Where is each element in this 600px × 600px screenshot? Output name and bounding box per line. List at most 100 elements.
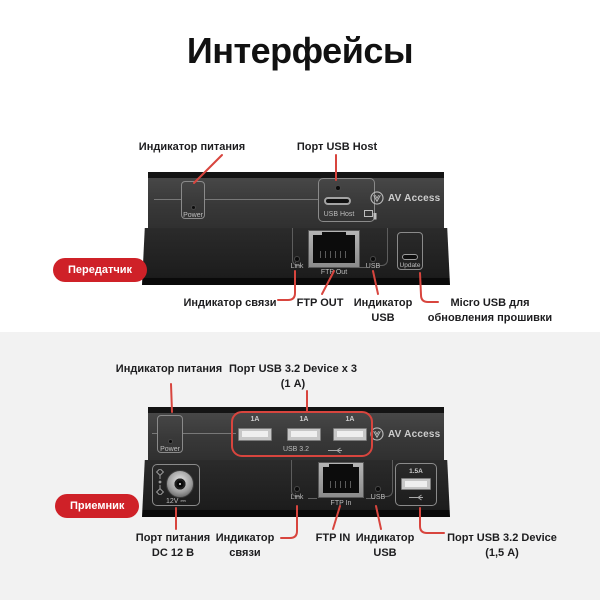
rx-front-top-edge xyxy=(148,407,444,413)
rx-link-silkscreen: Link xyxy=(290,494,304,501)
rx-12v-silkscreen: 12V ⎓ xyxy=(166,498,186,505)
power-led-icon xyxy=(192,206,195,209)
label-tx-link-indicator: Индикатор связи xyxy=(183,297,277,309)
silkscreen-bracket xyxy=(384,460,393,497)
rx-usb32-text: USB 3.2 xyxy=(282,446,310,453)
rx-usb15-amp-label: 1.5A xyxy=(409,468,423,475)
tx-rear-face: Link FTP Out USB Update xyxy=(142,228,450,278)
tx-rear-panel: Link FTP Out USB Update xyxy=(142,228,450,285)
silkscreen-bracket xyxy=(291,460,300,497)
rx-usb-silkscreen: USB xyxy=(370,494,386,501)
av-access-logo-mark-icon xyxy=(370,191,384,205)
rx-front-panel: Power 1A 1A 1A USB 3.2 AV Access xyxy=(148,407,444,460)
transmitter-badge: Передатчик xyxy=(53,258,148,282)
label-tx-usb-indicator: Индикатор USB xyxy=(343,296,423,326)
usb-led-icon xyxy=(371,257,375,261)
usb-a-port-icon xyxy=(238,428,272,441)
rj45-ftp-out-port-icon xyxy=(308,230,360,268)
usb-a-tongue xyxy=(291,431,317,437)
tx-link-silkscreen: Link xyxy=(290,263,304,270)
label-rx-usb32-line2: (1,5 А) xyxy=(485,547,519,559)
rj45-cavity xyxy=(313,235,355,263)
label-rx-dc-line1: Порт питания xyxy=(135,532,211,544)
label-tx-micro-usb: Micro USB для обновления прошивки xyxy=(415,296,565,326)
label-rx-usb3-line2: (1 А) xyxy=(280,378,306,390)
rx-12v-text: 12V xyxy=(166,498,179,505)
rx-port3-amp-label: 1A xyxy=(345,416,355,423)
label-rx-dc-line2: DC 12 В xyxy=(151,547,195,559)
page-title: Интерфейсы xyxy=(186,30,414,71)
rj45-tab xyxy=(322,232,346,236)
label-tx-update-line2: обновления прошивки xyxy=(427,312,553,324)
rj45-pins xyxy=(320,251,348,258)
rx-rear-panel: 12V ⎓ Link FTP In USB 1.5A xyxy=(142,460,450,517)
usb-c-port-icon xyxy=(324,197,351,205)
tx-front-panel: Power USB Host AV Access xyxy=(148,172,444,228)
label-tx-usb-line2: USB xyxy=(371,312,395,324)
label-rx-usb-indicator: Индикатор USB xyxy=(345,531,425,561)
silkscreen-line xyxy=(152,433,157,434)
tx-rear-bottom-edge xyxy=(142,278,450,285)
usb-a-tongue xyxy=(405,481,427,487)
rj45-cavity xyxy=(323,467,359,493)
rx-power-led-outline: Power xyxy=(157,415,183,453)
rx-front-face: Power 1A 1A 1A USB 3.2 AV Access xyxy=(148,413,444,460)
silkscreen-bracket xyxy=(292,228,301,266)
label-rx-link-line2: связи xyxy=(229,547,261,559)
rx-usb15-outline: 1.5A xyxy=(395,463,437,506)
rx-power-silkscreen: Power xyxy=(160,446,180,453)
rj45-tab xyxy=(329,464,353,468)
rx-port1-amp-label: 1A xyxy=(250,416,260,423)
power-led-icon xyxy=(169,440,172,443)
usb-a-tongue xyxy=(242,431,268,437)
label-rx-link-line1: Индикатор xyxy=(215,532,275,544)
micro-usb-port-icon xyxy=(402,254,418,260)
silkscreen-line xyxy=(205,199,318,200)
rx-ftp-in-silkscreen: FTP In xyxy=(330,500,352,507)
label-tx-update-line1: Micro USB для xyxy=(450,297,530,309)
silkscreen-line xyxy=(183,433,236,434)
receiver-badge: Приемник xyxy=(55,494,140,518)
label-tx-usb-line1: Индикатор xyxy=(353,297,413,309)
silkscreen-bracket xyxy=(379,228,388,266)
label-rx-ftp-in: FTP IN xyxy=(315,532,351,544)
av-access-logo-mark-icon xyxy=(370,427,384,441)
rx-logo: AV Access xyxy=(370,427,440,441)
tx-logo: AV Access xyxy=(370,191,440,205)
label-rx-usb3-line1: Порт USB 3.2 Device x 3 xyxy=(228,363,358,375)
usb-a-port-icon xyxy=(333,428,367,441)
label-rx-usb-line2: USB xyxy=(373,547,397,559)
label-rx-usb-line1: Индикатор xyxy=(355,532,415,544)
label-rx-dc-power: Порт питания DC 12 В xyxy=(113,531,233,561)
rj45-ftp-in-port-icon xyxy=(318,462,364,498)
silkscreen-dash xyxy=(366,498,375,499)
tx-front-top-edge xyxy=(148,172,444,178)
rx-dc-outline: 12V ⎓ xyxy=(152,464,200,506)
monitor-icon xyxy=(364,210,377,220)
label-rx-power-indicator: Индикатор питания xyxy=(115,363,223,375)
superspeed-usb-icon xyxy=(409,494,423,501)
polarity-icon xyxy=(155,469,165,495)
link-led-icon xyxy=(295,487,299,491)
rx-port2-amp-label: 1A xyxy=(299,416,309,423)
rj45-pins xyxy=(330,481,352,488)
rx-rear-face: 12V ⎓ Link FTP In USB 1.5A xyxy=(142,460,450,510)
label-rx-usb32-line1: Порт USB 3.2 Device xyxy=(447,532,557,544)
tx-update-silkscreen: Update xyxy=(399,262,421,269)
silkscreen-dash xyxy=(350,267,367,268)
tx-usb-silkscreen: USB xyxy=(365,263,381,270)
label-tx-ftp-out: FTP OUT xyxy=(296,297,344,309)
tx-usb-host-outline: USB Host xyxy=(318,178,377,222)
usb-led-icon xyxy=(376,487,380,491)
silkscreen-line xyxy=(154,199,181,200)
tx-power-led-outline: Power xyxy=(181,181,205,219)
usb-a-tongue xyxy=(337,431,363,437)
label-rx-usb3-ports: Порт USB 3.2 Device x 3 (1 А) xyxy=(208,362,378,392)
label-rx-usb32-device: Порт USB 3.2 Device (1,5 А) xyxy=(431,531,573,561)
tx-usb-host-silkscreen: USB Host xyxy=(323,211,355,218)
label-rx-link-indicator: Индикатор связи xyxy=(195,531,295,561)
tx-front-face: Power USB Host AV Access xyxy=(148,178,444,228)
superspeed-usb-icon xyxy=(328,447,342,454)
rx-usb32-silkscreen: USB 3.2 xyxy=(266,446,326,453)
tx-logo-text: AV Access xyxy=(388,192,441,204)
